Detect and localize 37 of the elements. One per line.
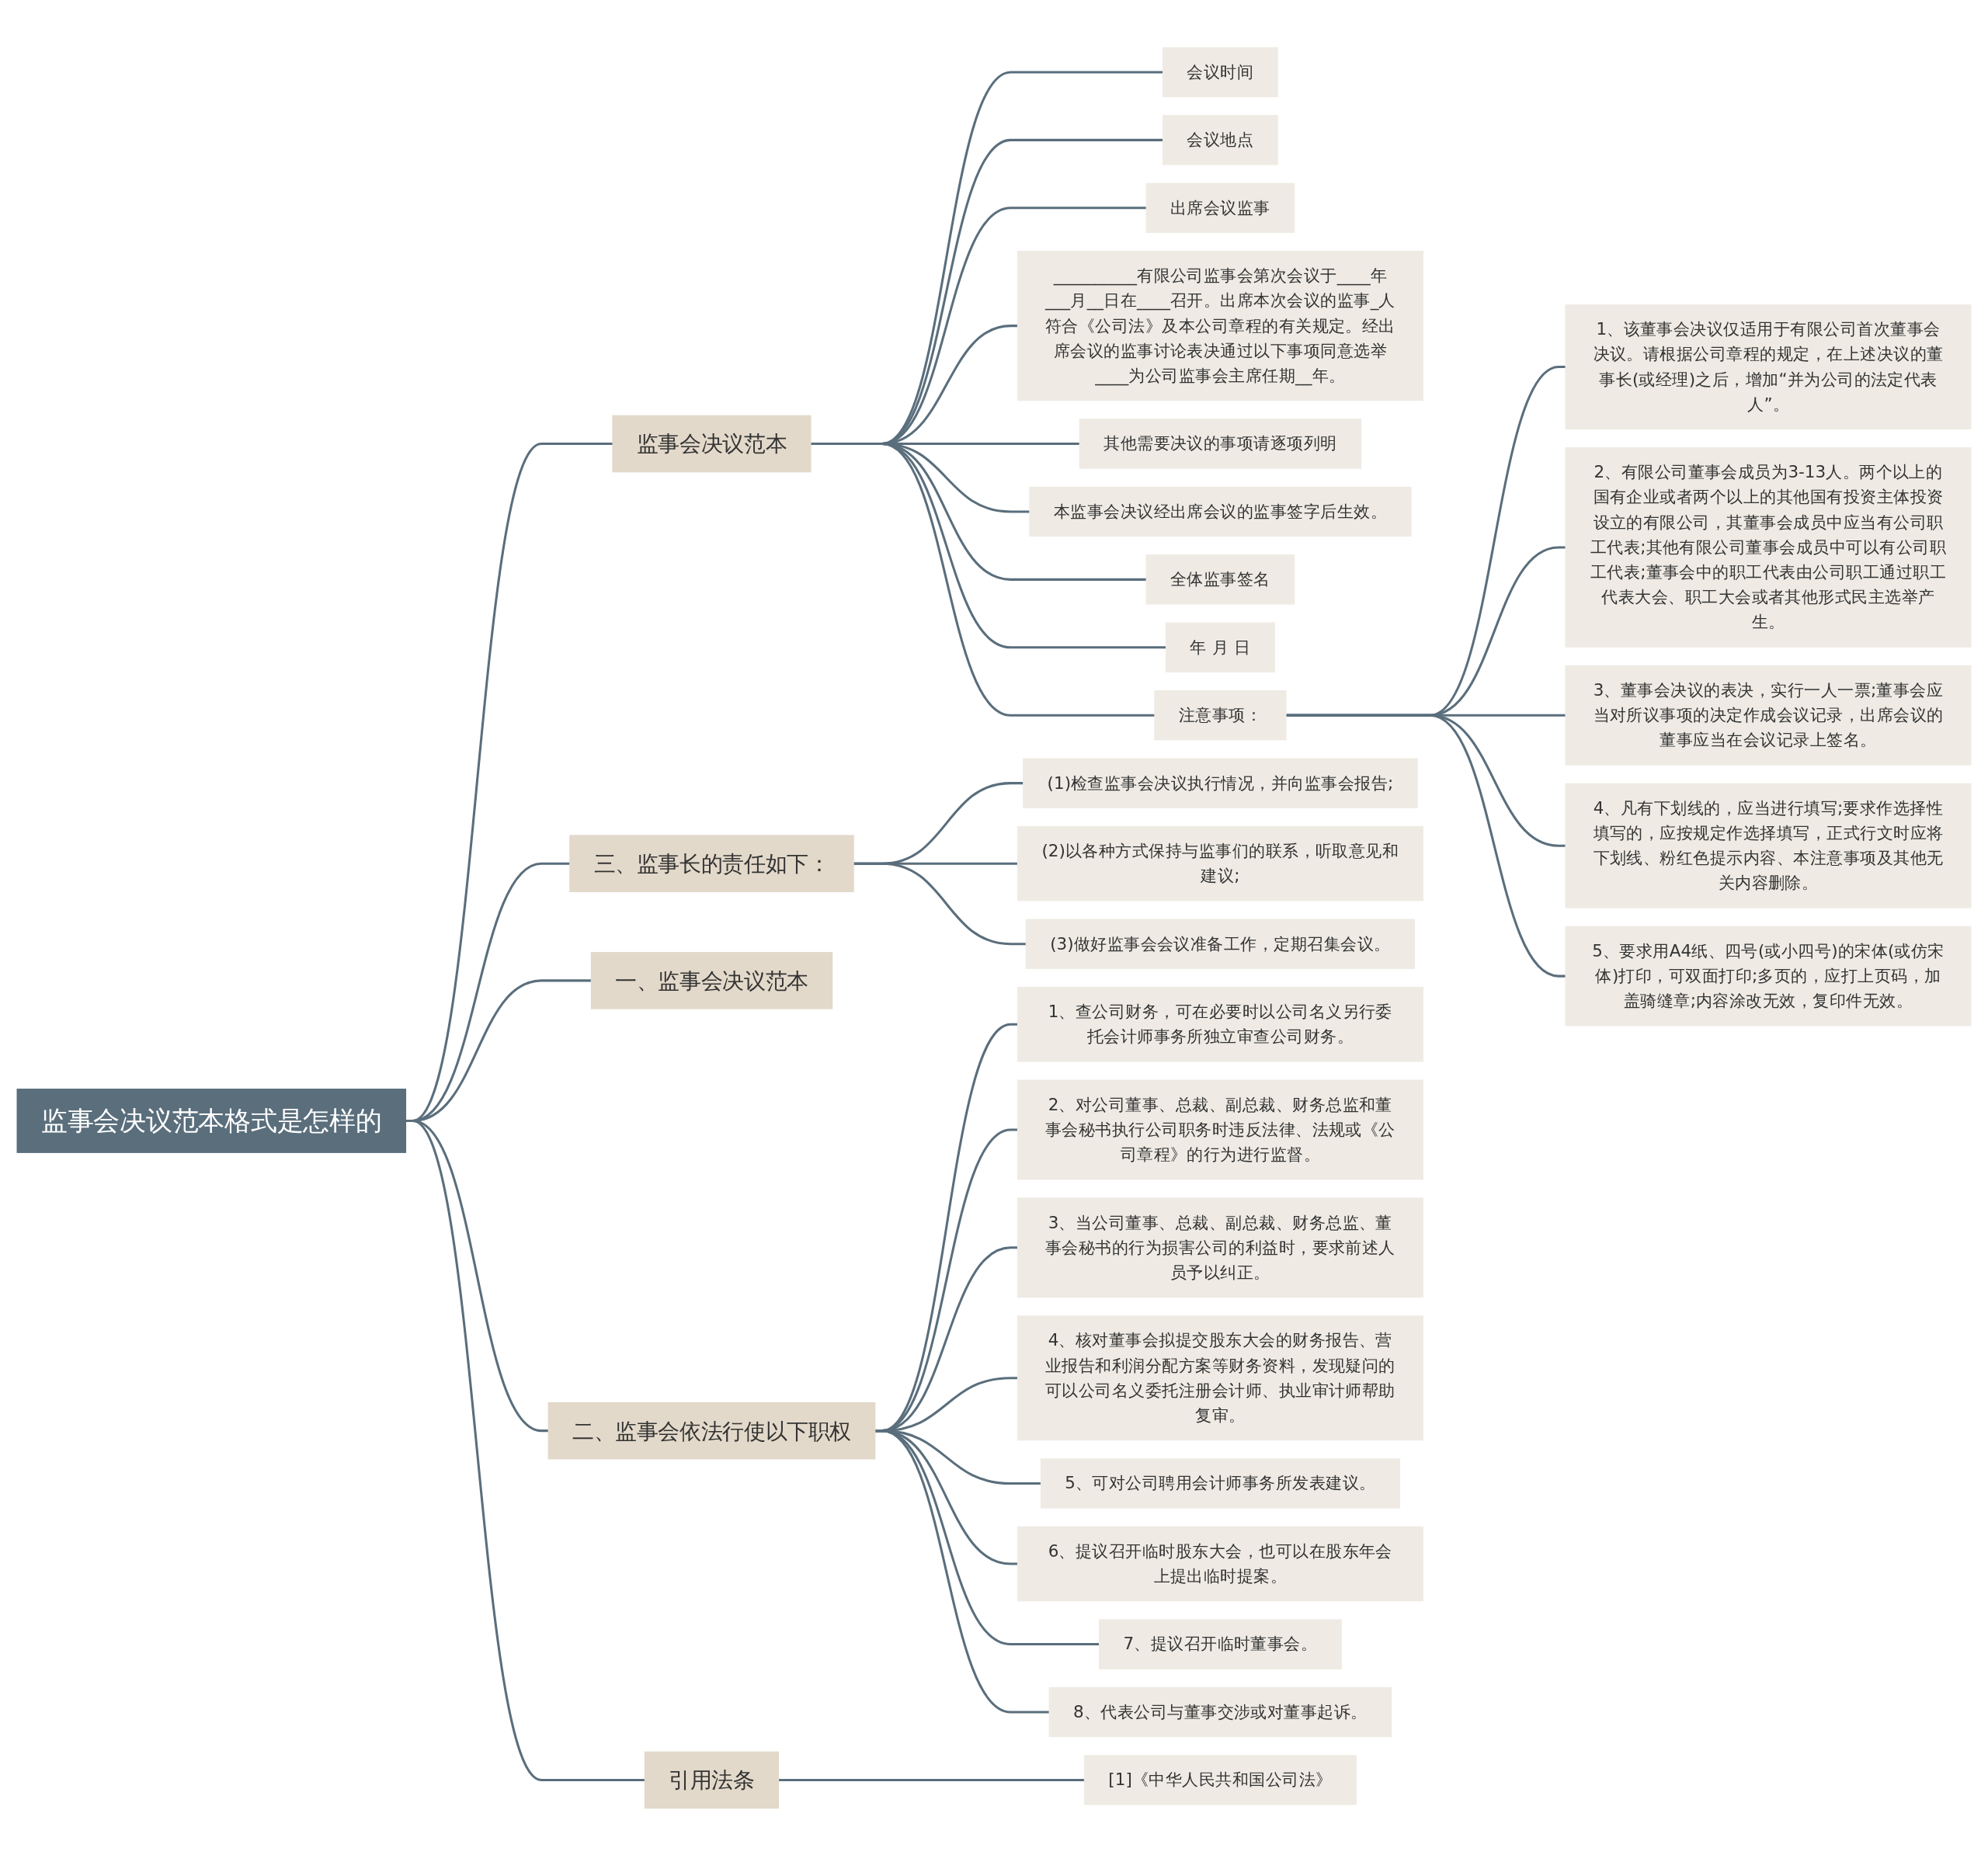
node-box: (3)做好监事会会议准备工作，定期召集会议。 — [1025, 919, 1416, 969]
node-box: 一、监事会决议范本 — [590, 951, 833, 1009]
node-box: 8、代表公司与董事交涉或对董事起诉。 — [1048, 1687, 1392, 1737]
node-box: 三、监事长的责任如下： — [569, 834, 854, 892]
node-box: 二、监事会依法行使以下职权 — [547, 1402, 876, 1459]
node-box: 注意事项： — [1154, 690, 1287, 740]
connector — [778, 1778, 1085, 1781]
node-box: 2、对公司董事、总裁、副总裁、财务总监和董事会秘书执行公司职务时违反法律、法规或《公司章程》的行为进行监督。 — [1017, 1079, 1423, 1179]
node-box: 出席会议监事 — [1145, 182, 1295, 233]
node-box: 其他需要决议的事项请逐项列明 — [1079, 418, 1362, 469]
node-box: 3、董事会决议的表决，实行一人一票;董事会应当对所议事项的决定作成会议记录，出席会议的董事应当在会议记录上签名。 — [1565, 665, 1972, 766]
node-box: 年 月 日 — [1165, 622, 1275, 672]
connector — [1285, 714, 1566, 978]
node-box: 1、该董事会决议仅适用于有限公司首次董事会决议。请根据公司章程的规定，在上述决议的董事长(或经理)之后，增加“并为公司的法定代表人”。 — [1565, 304, 1972, 429]
node-box: 本监事会决议经出席会议的监事签字后生效。 — [1029, 486, 1412, 537]
node-box: 3、当公司董事、总裁、副总裁、财务总监、董事会秘书的行为损害公司的利益时，要求前述人员予以纠正。 — [1017, 1197, 1423, 1297]
connector — [853, 862, 1027, 945]
node-box: 7、提议召开临时董事会。 — [1099, 1618, 1342, 1669]
node-box: 1、查公司财务，可在必要时以公司名义另行委托会计师事务所独立审查公司财务。 — [1017, 986, 1423, 1062]
node-box: 6、提议召开临时股东大会，也可以在股东年会上提出临时提案。 — [1017, 1526, 1423, 1601]
node-box: (2)以各种方式保持与监事们的联系，听取意见和建议; — [1017, 825, 1423, 901]
node-box: 引用法条 — [644, 1751, 780, 1808]
node-box: [1]《中华人民共和国公司法》 — [1083, 1754, 1357, 1805]
node-box: __________有限公司监事会第次会议于____年___月__日在____召开。出席本次会议的监事_人符合《公司法》及本公司章程的有关规定。经出席会议的监事讨论表决通过以下事项同意选举____为公司监事会主席任期__年。 — [1017, 250, 1423, 401]
node-box: 会议时间 — [1163, 47, 1278, 97]
node-box: 全体监事签名 — [1145, 554, 1295, 605]
node-box: 5、要求用A4纸、四号(或小四号)的宋体(或仿宋体)打印，可双面打印;多页的，应打上页码，加盖骑缝章;内容涂改无效，复印件无效。 — [1565, 926, 1972, 1027]
node-box: 4、核对董事会拟提交股东大会的财务报告、营业报告和利润分配方案等财务资料，发现疑问的可以公司名义委托注册会计师、执业审计师帮助复审。 — [1017, 1315, 1423, 1440]
node-box: 2、有限公司董事会成员为3-13人。两个以上的国有企业或者两个以上的其他国有投资主体投资设立的有限公司，其董事会成员中应当有公司职工代表;其他有限公司董事会成员中可以有公司职工代表;董事会中的职工代表由公司职工通过职工代表大会、职工大会或者其他形式民主选举产生。 — [1565, 446, 1972, 648]
connector — [874, 1429, 1050, 1714]
node-box: 会议地点 — [1163, 114, 1278, 165]
node-box: (1)检查监事会决议执行情况，并向监事会报告; — [1023, 757, 1418, 808]
node-box: 监事会决议范本格式是怎样的 — [16, 1088, 407, 1153]
node-box: 监事会决议范本 — [612, 415, 812, 472]
connector — [810, 442, 1156, 717]
node-box: 5、可对公司聘用会计师事务所发表建议。 — [1040, 1457, 1400, 1509]
node-box: 4、凡有下划线的，应当进行填写;要求作选择性填写的，应按规定作选择填写，正式行文时应将下划线、粉红色提示内容、本注意事项及其他无关内容删除。 — [1565, 783, 1972, 908]
